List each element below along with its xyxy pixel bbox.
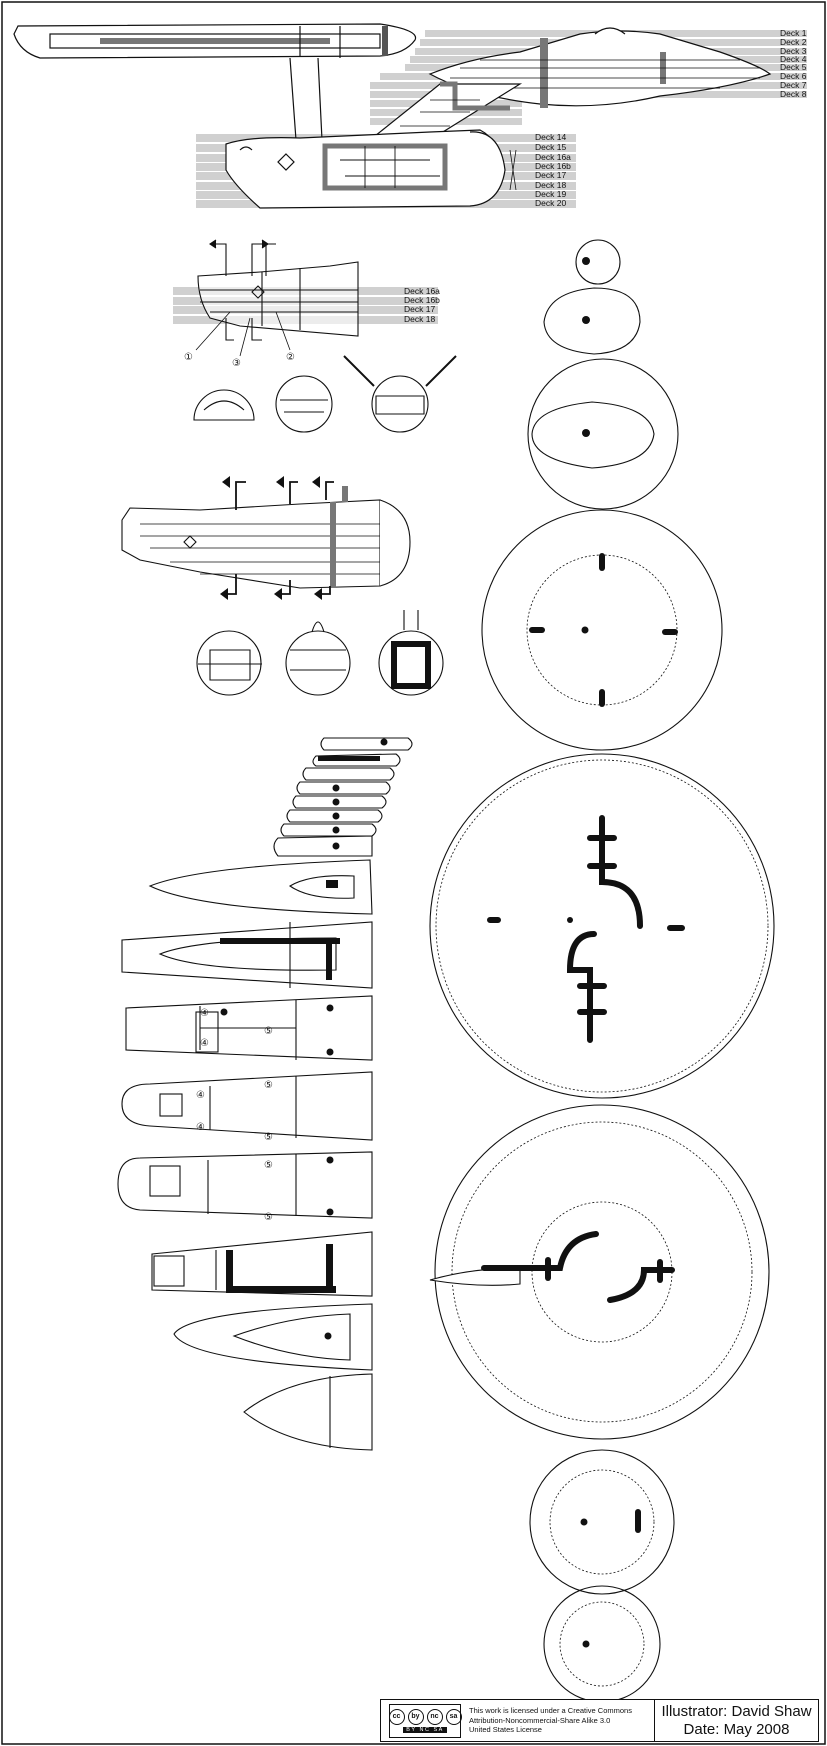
footer-credits: cc by nc sa BY NC SA This work is licens… [380, 1699, 819, 1742]
deck-label: Deck 3 [780, 46, 807, 56]
callout-5: ⑤ [264, 1026, 273, 1037]
deck-labels-lower: Deck 14 Deck 15 Deck 16a Deck 16b Deck 1… [535, 132, 571, 208]
cc-badge-tags: BY NC SA [403, 1726, 447, 1733]
credit-block: Illustrator: David Shaw Date: May 2008 [655, 1700, 818, 1741]
license-line-3: United States License [469, 1725, 542, 1735]
deck-label: Deck 16a [404, 286, 440, 296]
deck-label: Deck 1 [780, 28, 807, 38]
callout-4: ④ [196, 1090, 205, 1101]
saucer-plan-sections [429, 239, 775, 1703]
sharealike-icon: sa [445, 1708, 462, 1725]
license-line-2: Attribution-Noncommercial-Share Alike 3.… [469, 1715, 611, 1725]
deck-labels-upper: Deck 1 Deck 2 Deck 3 Deck 4 Deck 5 Deck … [780, 28, 807, 99]
callout-5: ⑤ [264, 1160, 273, 1171]
deck-label: Deck 20 [535, 198, 566, 208]
attribution-icon: by [407, 1708, 424, 1725]
license-block: cc by nc sa BY NC SA This work is licens… [381, 1700, 655, 1741]
deck-label: Deck 2 [780, 37, 807, 47]
hull-plan-sections [117, 737, 413, 1451]
deck-label: Deck 14 [535, 132, 566, 142]
deck-label: Deck 8 [780, 89, 807, 99]
callout-5: ⑤ [264, 1212, 273, 1223]
callout-4: ④ [200, 1038, 209, 1049]
callout-2: ② [286, 352, 295, 363]
callout-5: ⑤ [264, 1080, 273, 1091]
callout-4: ④ [196, 1122, 205, 1133]
deck-label: Deck 4 [780, 54, 807, 64]
ship-profile: Deck 1 Deck 2 Deck 3 Deck 4 Deck 5 Deck … [13, 23, 807, 209]
deck-label: Deck 18 [535, 180, 566, 190]
cross-sections-row-1 [193, 355, 457, 433]
license-text: This work is licensed under a Creative C… [469, 1706, 632, 1735]
cc-badge-icons: cc by nc sa [388, 1708, 462, 1725]
illustrator-credit: Illustrator: David Shaw [661, 1702, 812, 1720]
cc-icon: cc [388, 1708, 405, 1725]
deck-label: Deck 7 [780, 80, 807, 90]
deck-label: Deck 17 [535, 170, 566, 180]
deck-label: Deck 16b [404, 295, 440, 305]
cc-license-badge[interactable]: cc by nc sa BY NC SA [388, 1703, 462, 1738]
callout-5: ⑤ [264, 1132, 273, 1143]
deck-label: Deck 16a [535, 152, 571, 162]
hull-section-detail: Deck 16a Deck 16b Deck 17 Deck 18 ① ③ ② [173, 239, 440, 369]
deck-label: Deck 17 [404, 304, 435, 314]
credit-date: Date: May 2008 [683, 1720, 790, 1738]
engineering-section-detail [121, 476, 411, 600]
callout-4: ④ [200, 1008, 209, 1019]
deck-label: Deck 16b [535, 161, 571, 171]
cross-sections-row-2 [196, 610, 444, 696]
deck-label: Deck 15 [535, 142, 566, 152]
hull-plan-callouts: ④ ④ ⑤ ④ ④ ⑤ ⑤ ⑤ ⑤ [196, 1008, 273, 1223]
deck-label: Deck 6 [780, 71, 807, 81]
callout-3: ③ [232, 358, 241, 369]
deck-label: Deck 19 [535, 189, 566, 199]
deck-label: Deck 18 [404, 314, 435, 324]
license-line-1: This work is licensed under a Creative C… [469, 1706, 632, 1716]
noncommercial-icon: nc [426, 1708, 443, 1725]
callout-1: ① [184, 352, 193, 363]
deck-label: Deck 5 [780, 62, 807, 72]
